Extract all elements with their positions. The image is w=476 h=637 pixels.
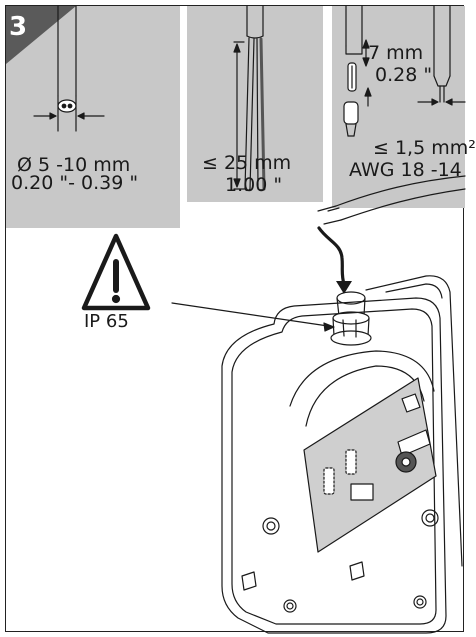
wire-awg: AWG 18 -14 bbox=[349, 159, 462, 181]
cable-cross-section bbox=[33, 5, 105, 132]
step-number: 3 bbox=[9, 12, 28, 42]
ip-rating-label: IP 65 bbox=[84, 311, 129, 332]
connecting-cable bbox=[317, 175, 466, 225]
leader-line bbox=[171, 302, 329, 327]
strip-028in: 0.28 " bbox=[375, 64, 433, 86]
cable-gland bbox=[330, 291, 372, 346]
strip-length-mm: ≤ 25 mm bbox=[202, 152, 292, 174]
wire-section-mm2: ≤ 1,5 mm² bbox=[373, 137, 476, 159]
panel-cable-diameter bbox=[6, 6, 180, 228]
panel-strip-length bbox=[187, 6, 323, 202]
strip-7mm: 7 mm bbox=[368, 42, 424, 64]
cable-diameter-in: 0.20 "- 0.39 " bbox=[11, 172, 139, 194]
strip-length-in: 1.00 " bbox=[225, 174, 283, 196]
device-housing bbox=[221, 275, 463, 634]
wire-with-ferrule bbox=[343, 5, 466, 137]
illustration-frame: 3 bbox=[5, 5, 476, 634]
curved-arrow-icon bbox=[317, 226, 352, 294]
diagram-drawing bbox=[33, 5, 466, 634]
warning-triangle-icon bbox=[81, 233, 151, 311]
stripped-cable bbox=[233, 5, 266, 192]
cable-diameter-mm: Ø 5 -10 mm bbox=[17, 154, 131, 176]
